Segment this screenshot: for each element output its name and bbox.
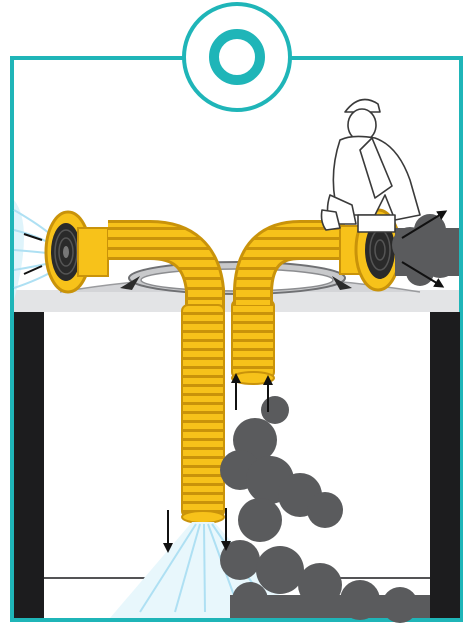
badge [184,4,290,110]
right-wall [430,312,460,618]
left-wall [14,312,44,618]
